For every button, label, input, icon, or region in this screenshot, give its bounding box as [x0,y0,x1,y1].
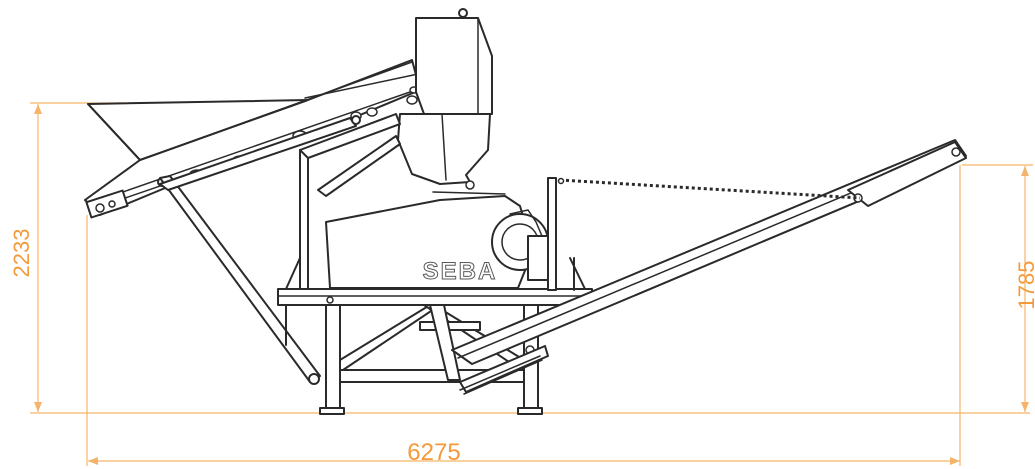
feed-conveyor [84,59,421,219]
brand-name: SEBA [423,258,498,285]
suspension-chain [557,177,861,200]
length-arrow-right [950,457,960,465]
motor-housing [415,17,493,115]
left-height-arrow-bottom [34,402,42,412]
frame-top-deck [277,288,593,306]
left-height-arrow-top [34,104,42,114]
crusher-unit: SEBA [299,8,549,291]
length-label: 6275 [407,439,460,466]
main-frame [277,177,593,415]
length-arrow-left [88,457,98,465]
height-right-label: 1785 [1014,261,1035,310]
frame-left-leg [325,304,341,410]
right-height-arrow-top [1021,166,1029,176]
feed-support-leg [159,115,361,385]
height-left-label: 2233 [9,229,34,278]
right-height-arrow-bottom [1021,402,1029,412]
